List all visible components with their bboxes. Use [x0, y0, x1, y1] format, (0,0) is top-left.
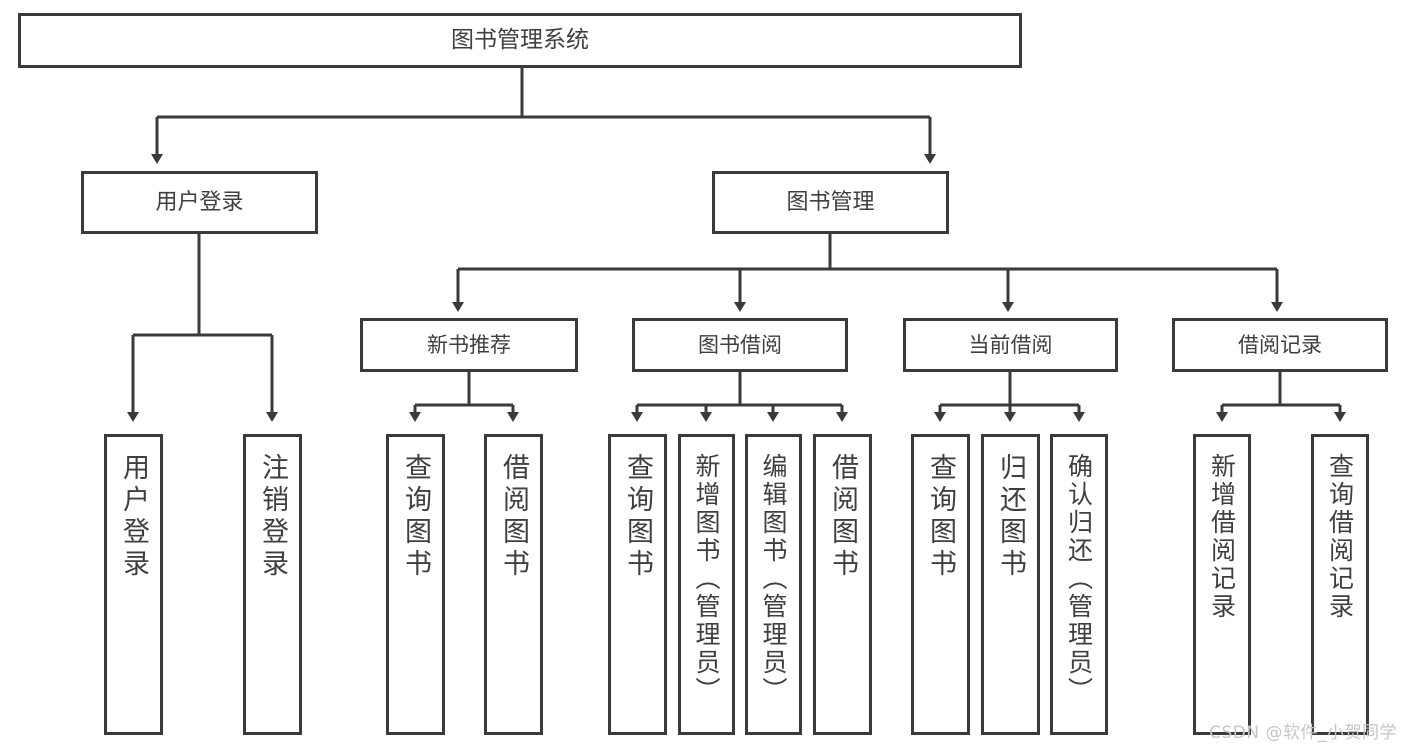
leaf-borrow-book-1[interactable]: 借阅图书 [484, 434, 543, 735]
leaf-add-record-label: 新增借阅记录 [1207, 453, 1237, 621]
node-borrow-record-label: 借阅记录 [1238, 332, 1322, 357]
leaf-query-book-1[interactable]: 查询图书 [386, 434, 445, 735]
node-book-manage-label: 图书管理 [786, 189, 875, 215]
node-new-book-recommend[interactable]: 新书推荐 [360, 318, 578, 372]
leaf-query-book-1-label: 查询图书 [400, 453, 431, 581]
leaf-logout-login[interactable]: 注销登录 [243, 434, 302, 735]
leaf-add-book[interactable]: 新增图书（管理员） [678, 434, 735, 735]
node-user-login-label: 用户登录 [155, 189, 244, 215]
node-current-borrow-label: 当前借阅 [968, 332, 1053, 357]
leaf-add-record[interactable]: 新增借阅记录 [1193, 434, 1251, 735]
node-root[interactable]: 图书管理系统 [18, 13, 1022, 68]
leaf-return-book-label: 归还图书 [995, 453, 1026, 581]
node-user-login[interactable]: 用户登录 [81, 171, 318, 234]
leaf-user-login-label: 用户登录 [118, 453, 149, 581]
leaf-edit-book[interactable]: 编辑图书（管理员） [745, 434, 802, 735]
node-new-book-recommend-label: 新书推荐 [427, 332, 511, 357]
leaf-query-book-2[interactable]: 查询图书 [608, 434, 667, 735]
node-book-borrow-label: 图书借阅 [698, 332, 782, 357]
leaf-query-record[interactable]: 查询借阅记录 [1311, 434, 1369, 735]
leaf-edit-book-label: 编辑图书（管理员） [759, 453, 788, 705]
leaf-borrow-book-1-label: 借阅图书 [498, 453, 529, 581]
leaf-confirm-return[interactable]: 确认归还（管理员） [1050, 434, 1108, 735]
leaf-add-book-label: 新增图书（管理员） [692, 453, 721, 705]
leaf-query-book-2-label: 查询图书 [622, 453, 653, 581]
leaf-borrow-book-2[interactable]: 借阅图书 [813, 434, 872, 735]
node-book-manage[interactable]: 图书管理 [712, 171, 949, 234]
leaf-logout-login-label: 注销登录 [257, 453, 288, 581]
leaf-confirm-return-label: 确认归还（管理员） [1064, 453, 1094, 705]
leaf-query-record-label: 查询借阅记录 [1325, 453, 1355, 621]
leaf-query-book-3[interactable]: 查询图书 [911, 434, 970, 735]
csdn-watermark: CSDN @软件_小贺同学 [1209, 723, 1397, 743]
leaf-query-book-3-label: 查询图书 [925, 453, 956, 581]
node-book-borrow[interactable]: 图书借阅 [632, 318, 848, 372]
leaf-borrow-book-2-label: 借阅图书 [827, 453, 858, 581]
leaf-user-login[interactable]: 用户登录 [104, 434, 163, 735]
node-root-label: 图书管理系统 [451, 27, 589, 54]
leaf-return-book[interactable]: 归还图书 [981, 434, 1040, 735]
node-borrow-record[interactable]: 借阅记录 [1172, 318, 1388, 372]
node-current-borrow[interactable]: 当前借阅 [903, 318, 1118, 372]
